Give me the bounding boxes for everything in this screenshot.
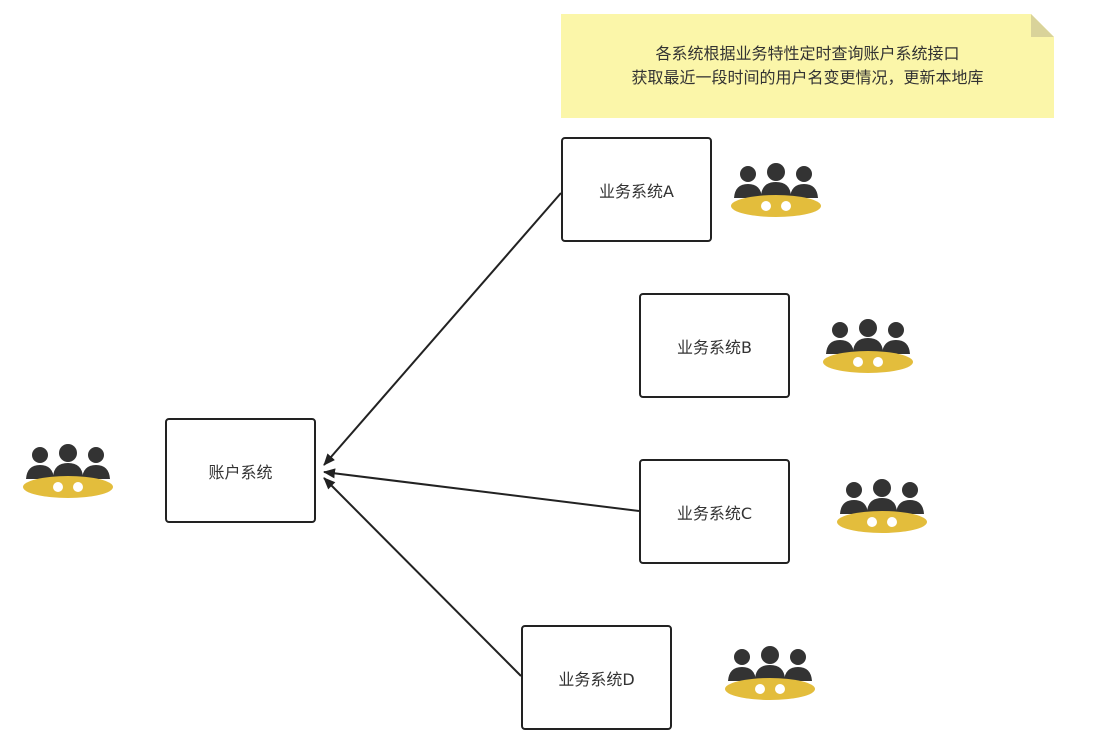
business-system-a-label: 业务系统A [599, 181, 674, 201]
business-system-d-label: 业务系统D [558, 669, 635, 689]
note-line-2: 获取最近一段时间的用户名变更情况，更新本地库 [631, 68, 984, 87]
business-system-a-box[interactable]: 业务系统A [561, 137, 712, 242]
user-group-icon [822, 318, 914, 376]
user-group-icon [730, 162, 822, 220]
account-system-box[interactable]: 账户系统 [165, 418, 316, 523]
business-system-d-box[interactable]: 业务系统D [521, 625, 672, 730]
business-system-b-box[interactable]: 业务系统B [639, 293, 790, 398]
user-group-icon [836, 478, 928, 536]
arrow-c-to-account [323, 468, 640, 512]
business-system-c-box[interactable]: 业务系统C [639, 459, 790, 564]
sticky-note: 各系统根据业务特性定时查询账户系统接口 获取最近一段时间的用户名变更情况，更新本… [561, 14, 1054, 118]
account-system-label: 账户系统 [208, 462, 273, 482]
arrow-a-to-account [323, 192, 562, 466]
user-group-icon [724, 645, 816, 703]
user-group-icon [22, 443, 114, 501]
arrow-d-to-account [323, 477, 522, 677]
business-system-c-label: 业务系统C [676, 503, 753, 523]
note-shape [561, 14, 1054, 118]
note-line-1: 各系统根据业务特性定时查询账户系统接口 [655, 44, 960, 63]
business-system-b-label: 业务系统B [677, 337, 752, 357]
